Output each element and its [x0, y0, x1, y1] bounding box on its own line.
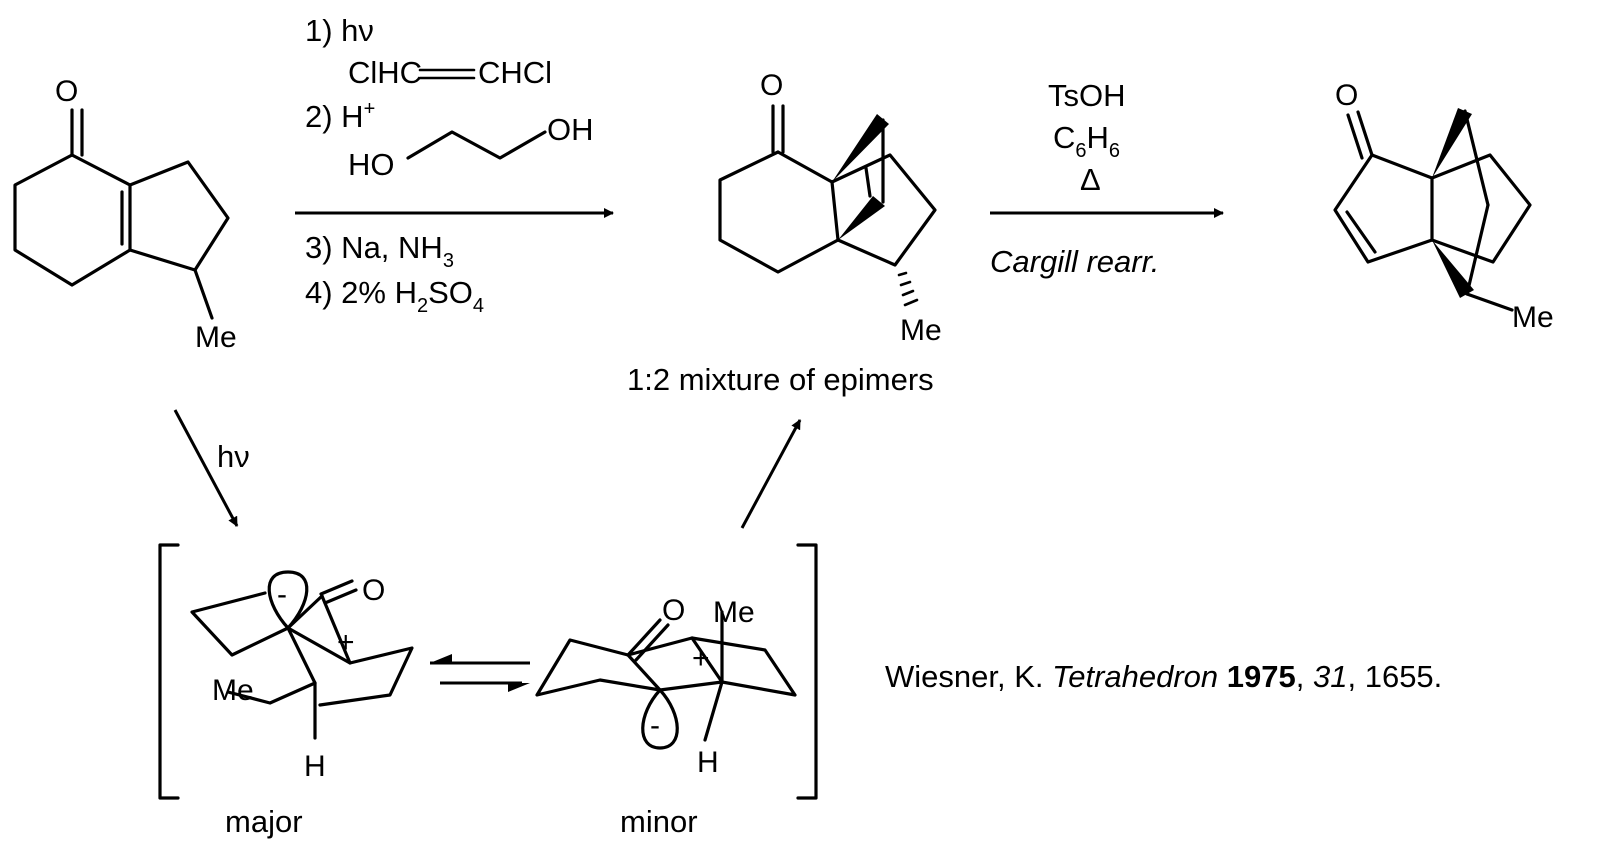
- step2-solvent: C6H6: [1053, 120, 1120, 162]
- reference: Wiesner, K. Tetrahedron 1975, 31, 1655.: [885, 659, 1442, 694]
- major-minus-label: -: [277, 578, 287, 611]
- step1-diol-ho: HO: [348, 147, 395, 182]
- product-oxygen-label: O: [1335, 79, 1358, 112]
- major-hydrogen-label: H: [304, 750, 326, 783]
- major-plus-label: +: [337, 626, 355, 659]
- equilibrium-arrows: [430, 654, 530, 692]
- step1-reduction: 3) Na, NH3: [305, 230, 454, 272]
- step1-hv: 1) hν: [305, 13, 374, 48]
- step1-hydrolysis: 4) 2% H2SO4: [305, 275, 484, 317]
- photoadduct-methyl-label: Me: [900, 314, 942, 347]
- hashed-methyl-bond: [897, 271, 919, 307]
- photo-label: hν: [217, 439, 250, 474]
- minor-oxygen-label: O: [662, 594, 685, 627]
- minor-plus-label: +: [692, 642, 710, 675]
- minor-methyl-label: Me: [713, 596, 755, 629]
- major-methyl-label: Me: [212, 674, 254, 707]
- enone-oxygen-label: O: [55, 75, 78, 108]
- step1-dichloroethylene-left: ClHC: [348, 55, 422, 90]
- enone-methyl-label: Me: [195, 321, 237, 354]
- step1-conditions: 1) hν ClHC CHCl 2) H+ HO OH 3) Na, NH3 4…: [305, 13, 594, 317]
- step1-diol-oh: OH: [547, 112, 594, 147]
- product-methyl-label: Me: [1512, 301, 1554, 334]
- minor-intermediate: - + O Me H: [535, 594, 797, 779]
- step2-reagent: TsOH: [1048, 78, 1126, 113]
- step2-conditions: TsOH C6H6 Δ Cargill rearr.: [990, 78, 1159, 279]
- minor-to-product-arrow: [740, 419, 802, 529]
- step1-dichloroethylene-right: CHCl: [478, 55, 552, 90]
- rearranged-product: O Me: [1333, 79, 1554, 334]
- step1-acid: 2) H+: [305, 98, 375, 134]
- major-oxygen-label: O: [362, 574, 385, 607]
- minor-p-orbital: [641, 688, 679, 750]
- photoadduct: O Me: [718, 69, 942, 347]
- minor-label: minor: [620, 804, 698, 839]
- photo-arrow: [173, 409, 239, 527]
- minor-minus-label: -: [650, 709, 660, 742]
- step2-name: Cargill rearr.: [990, 244, 1159, 279]
- photoadduct-oxygen-label: O: [760, 69, 783, 102]
- right-bracket: [796, 543, 818, 800]
- minor-hydrogen-label: H: [697, 746, 719, 779]
- mixture-label: 1:2 mixture of epimers: [627, 362, 934, 397]
- major-label: major: [225, 804, 303, 839]
- major-intermediate: - + O Me H: [190, 570, 414, 783]
- major-p-orbital: [267, 570, 309, 630]
- left-bracket: [158, 543, 180, 800]
- step2-heat: Δ: [1080, 162, 1101, 197]
- starting-enone: O Me: [13, 75, 237, 354]
